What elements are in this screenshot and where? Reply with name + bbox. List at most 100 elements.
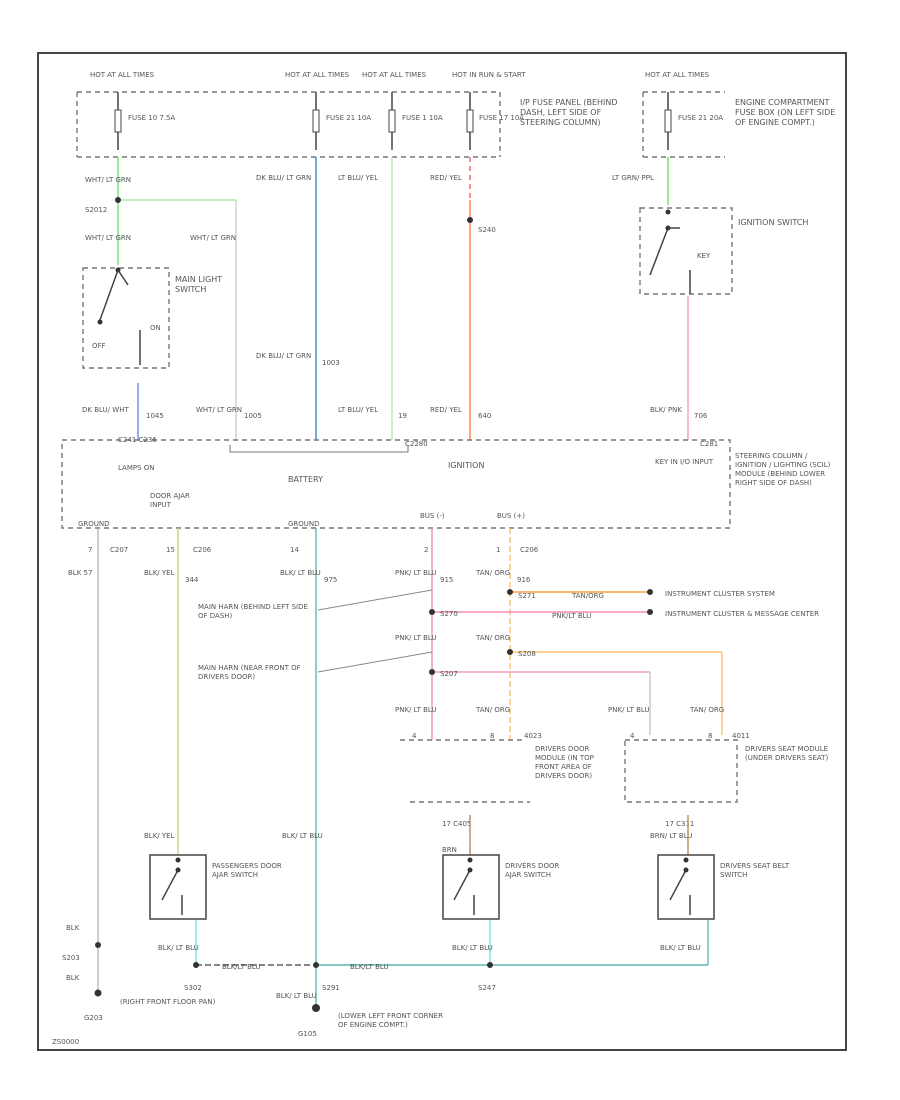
splice-label-s271: S271 <box>518 592 536 600</box>
circuit-975: 975 <box>324 576 337 584</box>
wire-label-ltblu-yel-2: LT BLU/ YEL <box>338 406 378 414</box>
connector-4023: 4023 <box>524 732 542 740</box>
main-harn-label-1: MAIN HARN (BEHIND LEFT SIDE OF DASH) <box>198 603 308 620</box>
wire-label-wht-ltgrn-4: WHT/ LT GRN <box>196 406 242 414</box>
mid-label-blk-ltblu-2: BLK/LT BLU <box>350 963 389 971</box>
connector-c281: C281 <box>700 440 718 448</box>
key-label: KEY <box>697 252 711 260</box>
connector-c206b: C206 <box>520 546 539 554</box>
circuit-19: 19 <box>398 412 407 420</box>
wire-label-blk-ltblu-6: BLK/ LT BLU <box>276 992 317 1000</box>
wire-label-tan-org-3: TAN/ ORG <box>475 706 510 714</box>
connector-c207: C207 <box>110 546 128 554</box>
wire-label-wht-ltgrn-1: WHT/ LT GRN <box>85 176 131 184</box>
drivers-door-module-label: DRIVERS DOOR MODULE (IN TOP FRONT AREA O… <box>535 745 594 780</box>
fuse-label-1: FUSE 10 7.5A <box>128 114 176 122</box>
wire-label-blk-ltblu-4: BLK/ LT BLU <box>452 944 493 952</box>
battery-label: BATTERY <box>288 475 323 484</box>
circuit-1045: 1045 <box>146 412 164 420</box>
wire-label-dkblu-wht: DK BLU/ WHT <box>82 406 129 414</box>
tan-org-label: TAN/ORG <box>571 592 604 600</box>
fuse-label-4: FUSE 17 10A <box>479 114 524 122</box>
main-light-switch-label: MAIN LIGHT SWITCH <box>175 275 222 294</box>
fuse-symbol-5 <box>664 92 672 150</box>
ground-label-2: GROUND <box>288 520 320 528</box>
splice-s208 <box>507 649 513 655</box>
wire-label-blk-ltblu-3: BLK/ LT BLU <box>158 944 199 952</box>
engine-fuse-box <box>642 91 725 158</box>
wire-label-wht-ltgrn-3: WHT/ LT GRN <box>190 234 236 242</box>
connector-4011: 4011 <box>732 732 750 740</box>
splice-s247 <box>487 962 493 968</box>
pin-1: 1 <box>496 546 500 554</box>
splice-s270 <box>429 609 435 615</box>
pnk-ltblu-label: PNK/LT BLU <box>552 612 591 620</box>
main-harn-label-2: MAIN HARN (NEAR FRONT OF DRIVERS DOOR) <box>198 664 301 681</box>
wire-label-ltgrn-ppl: LT GRN/ PPL <box>612 174 654 182</box>
scil-module <box>61 439 731 529</box>
ground-label-g203: G203 <box>84 1014 103 1022</box>
instrument-cluster-message-label: INSTRUMENT CLUSTER & MESSAGE CENTER <box>665 610 819 618</box>
connector-c241-c236: C241 C236 <box>118 436 157 444</box>
fuse-label-3: FUSE 1 10A <box>402 114 443 122</box>
circuit-915: 915 <box>440 576 453 584</box>
wire-label-blk-1: BLK <box>66 924 80 932</box>
wire-label-red-yel-2: RED/ YEL <box>430 406 462 414</box>
wire-label-pnk-ltblu-3: PNK/ LT BLU <box>395 706 437 714</box>
bus-minus-label: BUS (-) <box>420 512 445 520</box>
wire-label-blk-yel-2: BLK/ YEL <box>144 832 175 840</box>
harn-leader-2 <box>317 651 433 673</box>
circuit-706: 706 <box>694 412 708 420</box>
splice-label-s302: S302 <box>184 984 202 992</box>
circuit-640: 640 <box>478 412 491 420</box>
drivers-door-ajar-switch <box>442 854 500 920</box>
ignition-switch-label: IGNITION SWITCH <box>738 218 808 227</box>
pin-15: 15 <box>166 546 175 554</box>
right-front-floor-label: (RIGHT FRONT FLOOR PAN) <box>120 998 215 1006</box>
drivers-seat-belt-switch-label: DRIVERS SEAT BELT SWITCH <box>720 862 789 879</box>
wire-label-blk-pnk: BLK/ PNK <box>650 406 682 414</box>
circuit-344: 344 <box>185 576 199 584</box>
fuse-symbol-1 <box>114 92 122 150</box>
hot-label-5: HOT AT ALL TIMES <box>645 71 710 79</box>
hot-label-3: HOT AT ALL TIMES <box>362 71 427 79</box>
pin-4-seat: 4 <box>630 732 635 740</box>
wire-label-pnk-ltblu-2: PNK/ LT BLU <box>395 634 437 642</box>
ignition-switch <box>639 207 733 295</box>
pin-2: 2 <box>424 546 428 554</box>
ground-g203 <box>94 989 102 997</box>
ip-fuse-panel <box>76 91 501 158</box>
connector-c2280: C2280 <box>405 440 428 448</box>
splice-s240 <box>467 217 473 223</box>
hot-label-1: HOT AT ALL TIMES <box>90 71 155 79</box>
fuse-symbol-4 <box>466 92 474 150</box>
instrument-cluster-label: INSTRUMENT CLUSTER SYSTEM <box>665 590 775 598</box>
wire-label-blk57: BLK 57 <box>68 569 92 577</box>
splice-s291 <box>313 962 319 968</box>
splice-label-s247: S247 <box>478 984 496 992</box>
harn-leader-1 <box>317 589 433 611</box>
cluster-connector-2 <box>647 609 653 615</box>
pin-4-door: 4 <box>412 732 417 740</box>
splice-label-s207: S207 <box>440 670 458 678</box>
connector-c405: 17 C405 <box>442 820 471 828</box>
wire-label-dkblu-ltgrn-1: DK BLU/ LT GRN <box>256 174 311 182</box>
wire-label-tan-org-1: TAN/ ORG <box>475 569 510 577</box>
fuse-label-5: FUSE 21 20A <box>678 114 723 122</box>
wire-label-dkblu-ltgrn-2: DK BLU/ LT GRN <box>256 352 311 360</box>
circuit-1005: 1005 <box>244 412 262 420</box>
door-ajar-input-label: DOOR AJAR INPUT <box>150 492 190 509</box>
splice-label-s291: S291 <box>322 984 340 992</box>
hot-label-2: HOT AT ALL TIMES <box>285 71 350 79</box>
splice-s203 <box>95 942 101 948</box>
key-in-input-label: KEY IN I/O INPUT <box>655 458 713 466</box>
wire-label-pnk-ltblu-4: PNK/ LT BLU <box>608 706 650 714</box>
splice-s302 <box>193 962 199 968</box>
ground-label-g105: G105 <box>298 1030 317 1038</box>
passengers-door-ajar-switch <box>149 854 207 920</box>
connector-c206: C206 <box>193 546 212 554</box>
ip-fuse-panel-label: I/P FUSE PANEL (BEHIND DASH, LEFT SIDE O… <box>520 98 618 127</box>
wire-label-brn: BRN <box>442 846 457 854</box>
circuit-916: 916 <box>517 576 531 584</box>
